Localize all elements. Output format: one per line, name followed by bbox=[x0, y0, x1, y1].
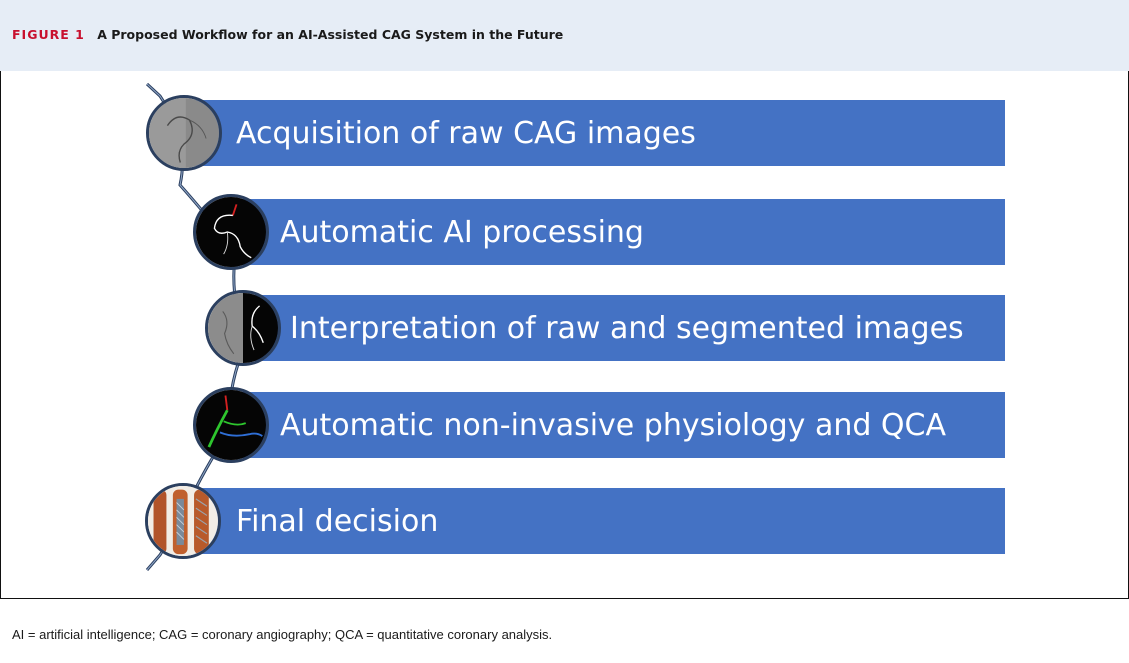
step-bar-1: Acquisition of raw CAG images bbox=[184, 100, 1005, 166]
segmented-vessel-icon bbox=[193, 194, 269, 270]
figure-footnote: AI = artificial intelligence; CAG = coro… bbox=[12, 627, 553, 642]
figure-header: FIGURE 1 A Proposed Workflow for an AI-A… bbox=[0, 0, 1129, 71]
step-label-4: Automatic non-invasive physiology and QC… bbox=[280, 407, 947, 443]
step-bar-4: Automatic non-invasive physiology and QC… bbox=[230, 392, 1005, 458]
step-label-1: Acquisition of raw CAG images bbox=[236, 115, 696, 151]
step-bar-3: Interpretation of raw and segmented imag… bbox=[248, 295, 1005, 361]
step-bar-5: Final decision bbox=[184, 488, 1005, 554]
figure-title: A Proposed Workflow for an AI-Assisted C… bbox=[97, 27, 564, 42]
step-label-2: Automatic AI processing bbox=[280, 214, 644, 250]
figure-label: FIGURE 1 bbox=[12, 27, 85, 42]
step-label-3: Interpretation of raw and segmented imag… bbox=[290, 310, 964, 346]
angiogram-raw-icon bbox=[146, 95, 222, 171]
step-label-5: Final decision bbox=[236, 503, 439, 539]
stent-icon bbox=[145, 483, 221, 559]
raw-segmented-split-icon bbox=[205, 290, 281, 366]
step-bar-2: Automatic AI processing bbox=[230, 199, 1005, 265]
figure-caption: FIGURE 1 A Proposed Workflow for an AI-A… bbox=[12, 27, 563, 42]
physiology-qca-icon bbox=[193, 387, 269, 463]
